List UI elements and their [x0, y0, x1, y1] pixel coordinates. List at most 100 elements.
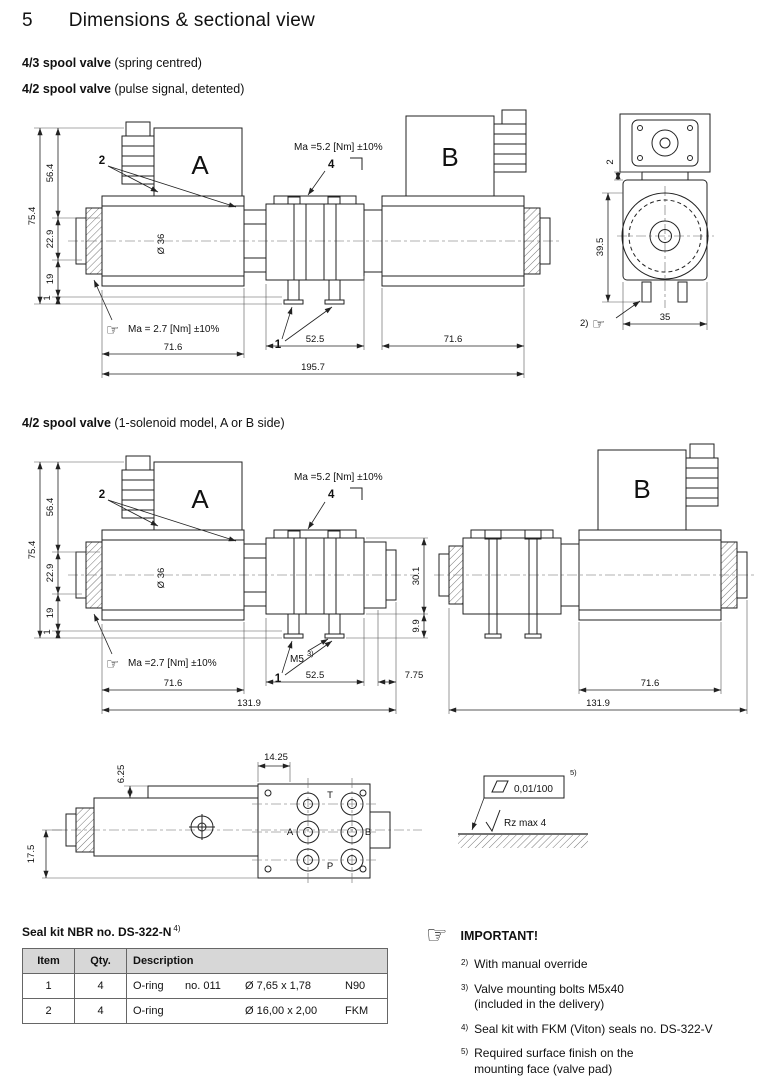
torque-top-label: Ma =5.2 [Nm] ±10% — [294, 142, 383, 153]
flatness-tolerance-label: 0,01/100 — [514, 784, 553, 795]
subtitle-43-valve-detail: (spring centred) — [110, 56, 202, 70]
callout-mounting-bolt: 4 — [328, 489, 335, 501]
roughness-check-icon — [485, 809, 501, 833]
subtitle-42-valve-detail: (pulse signal, detented) — [110, 82, 245, 96]
callout-seals: 2 — [99, 489, 105, 501]
dim-width-total-left: 131.9 — [237, 698, 261, 709]
pointing-hand-icon: ☞ — [426, 922, 448, 949]
footnote-5: 5) Required surface finish on the mounti… — [461, 1046, 769, 1077]
dim-width-center: 52.5 — [306, 670, 325, 681]
dim-width-right: 71.6 — [641, 678, 660, 689]
footnote-text-line2: (included in the delivery) — [474, 997, 605, 1012]
desc-size: Ø 16,00 x 2,00 — [245, 1005, 318, 1017]
extension-lines — [101, 276, 525, 378]
port-a-label: A — [287, 827, 294, 838]
torque-top-label: Ma =5.2 [Nm] ±10% — [294, 472, 383, 483]
extension-lines — [448, 600, 748, 714]
cell-qty: 4 — [74, 973, 127, 999]
subtitle-42-single-valve-detail: (1-solenoid model, A or B side) — [110, 416, 285, 430]
port-pattern — [264, 789, 367, 873]
dim-step: 6.25 — [116, 765, 127, 784]
leader-line — [107, 499, 159, 527]
desc-material: N90 — [345, 980, 366, 992]
dim-width-left: 71.6 — [164, 678, 183, 689]
col-header-description: Description — [126, 948, 388, 974]
solenoid-a-label: A — [191, 484, 209, 514]
dim-width-end: 7.75 — [405, 670, 424, 681]
leader-line — [281, 640, 293, 674]
dim-plug-height: 9.9 — [411, 619, 422, 632]
footnote-2: 2) With manual override — [461, 957, 769, 973]
finish-footnote-ref: 5) — [570, 768, 577, 777]
dim-h2: 22.9 — [45, 564, 56, 583]
dim-body-height: 30.1 — [411, 567, 422, 586]
extension-lines — [34, 127, 282, 305]
dim-h1: 56.4 — [45, 164, 56, 183]
col-header-item: Item — [22, 948, 75, 974]
footnote-ref: 4) — [461, 1022, 469, 1032]
hatched-surface — [458, 835, 588, 848]
cell-qty: 4 — [74, 998, 127, 1024]
pointing-hand-icon: ☞ — [106, 322, 119, 339]
important-heading: IMPORTANT! — [460, 929, 539, 943]
solenoid-b-label: B — [633, 474, 650, 504]
solenoid-b-label: B — [441, 142, 458, 172]
dim-h1: 56.4 — [45, 498, 56, 517]
extension-lines — [602, 171, 708, 330]
seal-kit-footnote-ref: 4) — [173, 924, 181, 933]
roughness-label: Rz max 4 — [504, 818, 547, 829]
callout-plugs: 1 — [275, 339, 282, 351]
pointing-hand-icon: ☞ — [592, 316, 605, 333]
extension-lines — [346, 537, 428, 639]
callout-plugs: 1 — [275, 673, 282, 685]
cell-item: 2 — [22, 998, 75, 1024]
drawing-single-solenoid-valve: A 2 Ma =5.2 [Nm] ±10% 4 Ø 36 ☞ Ma =2.7 [… — [27, 443, 757, 714]
subtitle-42-single-valve-name: 4/2 spool valve — [22, 416, 111, 430]
drawing-port-view: T A B P 17.5 6.25 14.25 0,01/100 5) Rz m… — [26, 752, 588, 884]
manual-override-note-ref: 2) — [580, 318, 588, 329]
dim-offset: 14.25 — [264, 752, 288, 763]
section-number: 5 — [22, 10, 33, 31]
port-t-label: T — [327, 790, 333, 801]
port-axes — [252, 778, 376, 884]
page-title: Dimensions & sectional view — [68, 10, 315, 31]
side-view-assembly — [619, 113, 711, 303]
footnote-text: Required surface finish on the — [474, 1046, 634, 1061]
footnote-3: 3) Valve mounting bolts M5x40 (included … — [461, 982, 769, 1013]
pointing-hand-icon: ☞ — [106, 656, 119, 673]
dim-width-left: 71.6 — [164, 342, 183, 353]
dim-width-total-right: 131.9 — [586, 698, 610, 709]
footnote-4: 4) Seal kit with FKM (Viton) seals no. D… — [461, 1022, 769, 1038]
dim-side-height: 39.5 — [595, 238, 606, 257]
section-heading: 5 Dimensions & sectional view — [22, 10, 769, 32]
desc-size: Ø 7,65 x 1,78 — [245, 980, 312, 992]
port-b-label: B — [365, 827, 371, 838]
thread-footnote-ref: 3) — [307, 649, 314, 658]
solenoid-a-label: A — [191, 150, 209, 180]
cell-item: 1 — [22, 973, 75, 999]
dim-width-center: 52.5 — [306, 334, 325, 345]
dim-side-step: 2 — [605, 159, 616, 164]
leader-line — [284, 640, 333, 676]
footnote-text: Valve mounting bolts M5x40 — [474, 981, 624, 996]
dim-width-total: 195.7 — [301, 362, 325, 373]
parallelism-icon — [491, 780, 509, 793]
leader-line — [307, 501, 326, 530]
desc-number: no. 011 — [185, 980, 221, 992]
allen-key-icon — [350, 487, 363, 500]
col-header-qty: Qty. — [74, 948, 127, 974]
footnote-ref: 3) — [461, 982, 469, 992]
leader-line — [107, 165, 237, 208]
front-view-assembly — [75, 109, 551, 305]
port-p-label: P — [327, 861, 333, 872]
dim-h3: 19 — [45, 274, 56, 285]
footnotes-section: ☞ IMPORTANT! 2) With manual override 3) … — [426, 924, 769, 1087]
desc-material: FKM — [345, 1005, 369, 1017]
